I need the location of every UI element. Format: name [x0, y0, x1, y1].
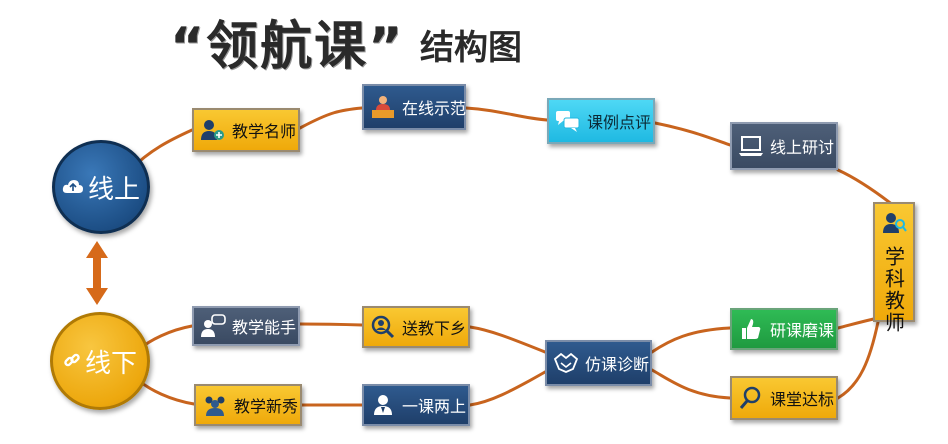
- handshake-icon: [553, 350, 579, 376]
- user-add-icon: [200, 117, 226, 143]
- node-online-demo: 在线示范: [362, 84, 466, 130]
- chat-bubbles-icon: [555, 108, 581, 134]
- path-subject-polish: [836, 316, 880, 330]
- node-classroom-standard: 课堂达标: [730, 376, 838, 420]
- send-teaching-label: 送教下乡: [402, 319, 467, 338]
- path-review-research: [653, 121, 732, 147]
- title-main: “领航课”: [170, 17, 405, 77]
- magnifier-user-icon: [370, 314, 396, 340]
- node-teaching-newcomer: 教学新秀: [194, 384, 302, 426]
- path-polish-diagnose: [650, 326, 732, 354]
- path-newcomer-offline: [136, 378, 196, 406]
- imitate-diagnose-label: 仿课诊断: [585, 355, 650, 374]
- node-send-teaching: 送教下乡: [362, 306, 470, 348]
- cloud-icon: [62, 172, 84, 202]
- case-review-label: 课例点评: [587, 113, 652, 132]
- research-polish-label: 研课磨课: [770, 321, 835, 340]
- path-research-subject: [836, 168, 895, 207]
- double-arrow: [86, 241, 108, 305]
- famous-teacher-label: 教学名师: [232, 122, 297, 141]
- path-demo-review: [464, 106, 549, 122]
- node-case-review: 课例点评: [547, 98, 655, 144]
- node-famous-teacher: 教学名师: [192, 108, 300, 152]
- path-diagnose-send: [468, 325, 547, 354]
- user-search-icon: [881, 210, 907, 236]
- offline-label: 线下: [84, 348, 137, 379]
- online-demo-label: 在线示范: [402, 99, 467, 118]
- user-chat-icon: [200, 313, 226, 339]
- path-send-expert: [298, 322, 364, 327]
- path-diagnose-onelesson: [468, 370, 547, 407]
- group-icon: [202, 392, 228, 418]
- classroom-standard-label: 课堂达标: [770, 390, 835, 409]
- node-one-lesson-two: 一课两上: [362, 384, 470, 426]
- teaching-newcomer-label: 教学新秀: [234, 397, 299, 416]
- subject-teacher-label: 学科教师: [881, 246, 906, 334]
- online-label: 线上: [87, 174, 140, 205]
- path-famous-demo: [298, 106, 364, 130]
- node-online-research: 线上研讨: [730, 122, 838, 170]
- node-teaching-expert: 教学能手: [192, 306, 300, 346]
- online-research-label: 线上研讨: [770, 138, 835, 157]
- teaching-expert-label: 教学能手: [232, 318, 297, 337]
- path-subject-standard: [836, 320, 880, 400]
- node-research-polish: 研课磨课: [730, 308, 838, 350]
- link-icon: [63, 346, 81, 376]
- teacher-desk-icon: [370, 94, 396, 120]
- path-standard-diagnose: [650, 368, 732, 400]
- title-sub: 结构图: [420, 28, 522, 68]
- one-lesson-two-label: 一课两上: [402, 397, 467, 416]
- node-imitate-diagnose: 仿课诊断: [545, 340, 652, 386]
- speaker-user-icon: [370, 392, 396, 418]
- online-circle: 线上: [52, 140, 150, 234]
- laptop-icon: [738, 133, 764, 159]
- node-subject-teacher: 学科教师: [873, 202, 915, 334]
- offline-circle: 线下: [50, 312, 150, 410]
- thumbs-up-icon: [738, 316, 764, 342]
- search-icon: [738, 385, 764, 411]
